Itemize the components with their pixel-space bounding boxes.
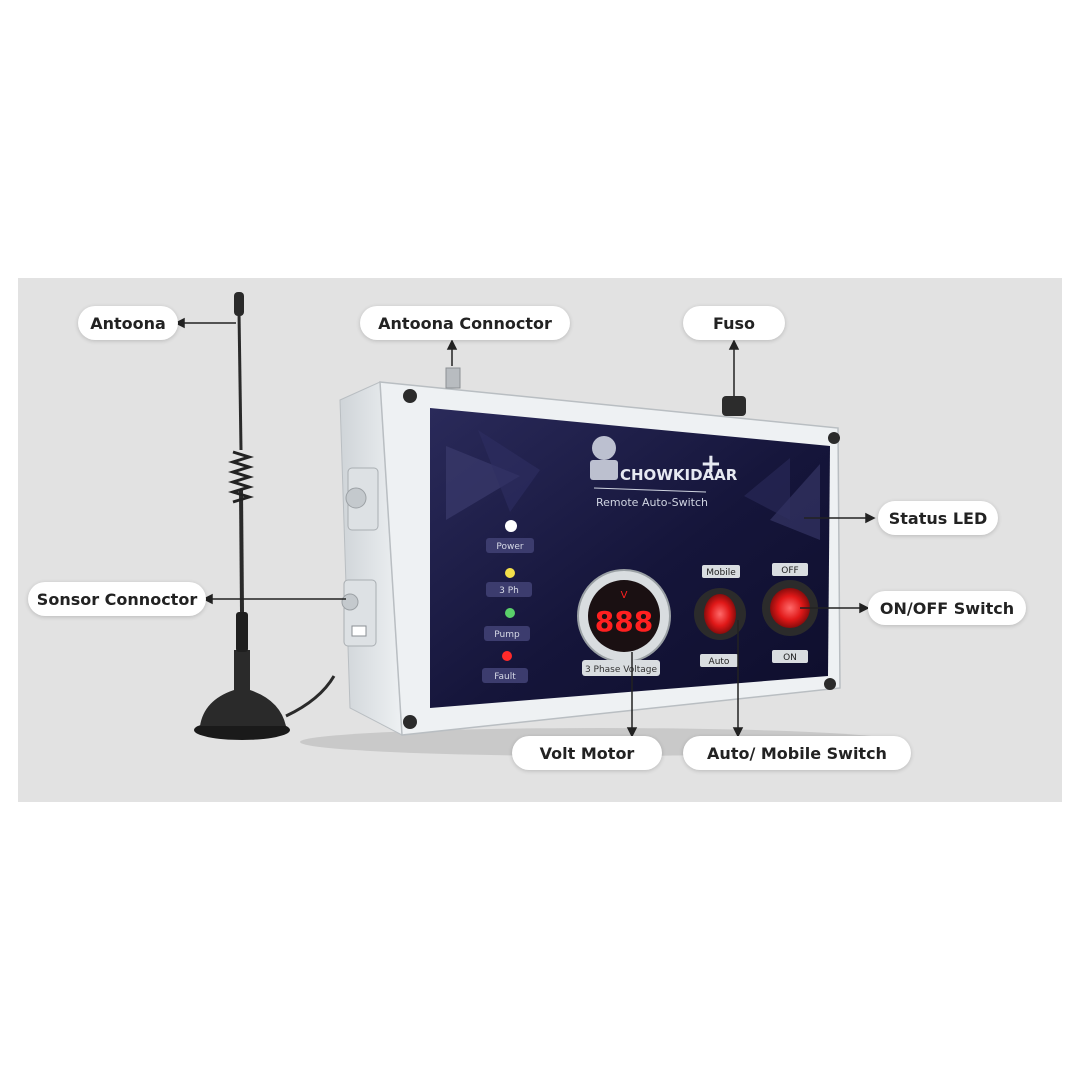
on-label-plate — [772, 650, 808, 663]
volt-meter-label: 3 Phase Voltage — [585, 665, 658, 675]
brand-mascot-icon — [592, 436, 616, 460]
leader-antenna-connector-arrow — [446, 339, 458, 350]
brand-underline — [593, 487, 707, 493]
callout-antenna: Antoona — [78, 306, 178, 340]
antenna-cable — [285, 675, 336, 718]
led-label-plate-pump — [484, 626, 530, 641]
fuse-holder — [722, 396, 746, 416]
screw-bottom-right — [824, 678, 836, 690]
volt-meter-label-plate — [582, 660, 660, 676]
brand-tagline: Remote Auto-Switch — [596, 496, 708, 509]
status-led-3ph — [505, 568, 515, 578]
led-label-3ph: 3 Ph — [499, 586, 519, 596]
panel-deco-right-2 — [744, 458, 790, 520]
side-port-lower-hole — [341, 593, 359, 611]
volt-meter-unit: V — [621, 590, 628, 601]
leader-on-off-switch-arrow — [859, 602, 870, 614]
led-label-plate-fault — [482, 668, 528, 683]
side-port-upper-hole — [345, 487, 367, 509]
antenna-coil — [227, 450, 255, 504]
callout-fuse: Fuso — [683, 306, 785, 340]
callout-volt-meter: Volt Motor — [512, 736, 662, 770]
brand-name: CHOWKIDAAR — [620, 466, 738, 484]
panel-deco-right — [770, 464, 820, 540]
side-port-lower-tag — [351, 625, 367, 637]
brand-plus: + — [700, 449, 722, 479]
auto-label-plate — [700, 654, 738, 667]
led-label-pump: Pump — [494, 630, 520, 640]
led-label-power: Power — [496, 542, 524, 552]
volt-meter-face — [588, 580, 660, 652]
antenna-collar — [236, 612, 248, 652]
on-off-switch-rocker[interactable] — [770, 588, 810, 628]
power-switch-bottom-label: ON — [783, 653, 797, 663]
led-label-fault: Fault — [494, 672, 516, 682]
led-label-plate-3ph — [486, 582, 532, 597]
status-led-fault — [502, 651, 512, 661]
mobile-switch-bottom-label: Auto — [709, 657, 730, 667]
off-label-plate — [772, 563, 808, 576]
status-led-power — [505, 520, 517, 532]
brand-mascot-body-icon — [590, 460, 618, 480]
status-led-pump — [505, 608, 515, 618]
antenna-mast-upper — [237, 311, 243, 451]
callout-sensor-connector: Sonsor Connoctor — [28, 582, 206, 616]
callout-on-off-switch: ON/OFF Switch — [868, 591, 1026, 625]
leader-auto-mobile-switch-arrow — [732, 727, 744, 738]
panel-deco-left-2 — [478, 430, 540, 512]
callout-status-led: Status LED — [878, 501, 998, 535]
power-switch-top-label: OFF — [781, 566, 798, 576]
screw-top-right — [828, 432, 840, 444]
antenna-base — [200, 650, 286, 726]
antenna-mast-lower — [239, 489, 244, 613]
auto-mobile-switch-rocker[interactable] — [704, 594, 736, 634]
leader-sensor-connector-arrow — [202, 593, 213, 605]
mobile-label-plate — [702, 565, 740, 578]
antenna-tip — [234, 292, 244, 316]
leader-fuse-arrow — [728, 339, 740, 350]
leader-volt-meter-arrow — [626, 727, 638, 738]
panel-deco-left — [446, 446, 520, 520]
leader-status-led-arrow — [865, 512, 876, 524]
mobile-switch-top-label: Mobile — [706, 568, 736, 578]
callout-antenna-connector: Antoona Connoctor — [360, 306, 570, 340]
screw-top-left — [403, 389, 417, 403]
callout-auto-mobile-switch: Auto/ Mobile Switch — [683, 736, 911, 770]
led-label-plate-power — [486, 538, 534, 553]
leader-antenna-arrow — [174, 317, 185, 329]
antenna-connector-stub — [445, 367, 461, 389]
volt-meter-digits: 888 — [595, 605, 653, 638]
screw-bottom-left — [403, 715, 417, 729]
